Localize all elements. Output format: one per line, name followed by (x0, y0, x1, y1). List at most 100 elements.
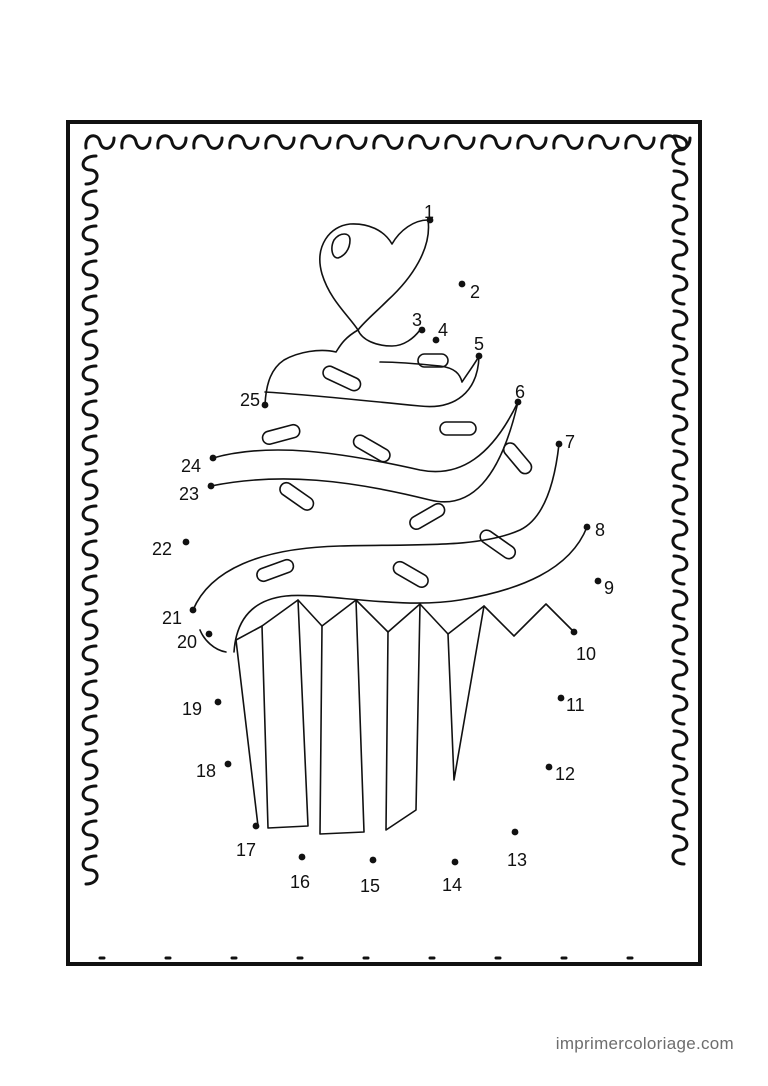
dot-number-1: 1 (424, 202, 434, 222)
swirl-ornament (671, 169, 689, 201)
frosting-wave-4 (192, 443, 560, 611)
dot-22 (182, 538, 190, 546)
heart-topper (319, 219, 430, 331)
page-frame (66, 120, 702, 966)
site-watermark: imprimercoloriage.com (555, 1034, 734, 1053)
dot-number-22: 22 (152, 539, 172, 559)
dot-number-4: 4 (438, 320, 448, 340)
swirl-ornament (300, 134, 332, 150)
dot-25 (261, 401, 269, 409)
cupcake-drawing (192, 219, 588, 835)
swirl-ornament (81, 749, 99, 781)
swirl-ornament (120, 134, 152, 150)
swirl-ornament (671, 799, 689, 831)
swirl-ornament (671, 344, 689, 376)
swirl-ornament (408, 134, 440, 150)
dot-20 (205, 630, 213, 638)
swirl-ornament (81, 469, 99, 501)
dot-number-11: 11 (566, 695, 585, 715)
dot-19 (214, 698, 222, 706)
swirl-ornament (228, 134, 260, 150)
dot-number-24: 24 (181, 456, 201, 476)
wrapper-pleat-2 (319, 599, 365, 835)
swirl-ornament (671, 729, 689, 761)
wrapper-pleat-1 (261, 599, 309, 829)
frosting-wave-2 (212, 401, 519, 473)
frosting-wave-5 (233, 526, 588, 653)
dot-23 (207, 482, 215, 490)
swirl-ornament (671, 274, 689, 306)
dot-10 (570, 628, 578, 636)
dot-number-5: 5 (474, 334, 484, 354)
dot-number-9: 9 (604, 578, 614, 598)
swirl-ornament (516, 134, 548, 150)
sprinkles (256, 353, 533, 588)
dot-number-8: 8 (595, 520, 605, 540)
dot-7 (555, 440, 563, 448)
dot-number-3: 3 (412, 310, 422, 330)
dot-12 (545, 763, 553, 771)
dot-1 (426, 216, 434, 224)
swirl-ornament (81, 504, 99, 536)
swirl-ornament (81, 154, 99, 186)
swirl-ornament (81, 399, 99, 431)
swirl-ornament (588, 134, 620, 150)
dot-number-20: 20 (177, 632, 197, 652)
dot-number-10: 10 (576, 644, 596, 664)
dot-number-6: 6 (515, 382, 525, 402)
swirl-ornament (81, 784, 99, 816)
dot-6 (514, 398, 522, 406)
heart-stem (357, 329, 421, 347)
dot-14 (451, 858, 459, 866)
dot-17 (252, 822, 260, 830)
swirl-ornament (444, 134, 476, 150)
swirl-ornament (671, 624, 689, 656)
dot-number-12: 12 (555, 764, 575, 784)
swirl-ornament (671, 589, 689, 621)
swirl-ornament (671, 379, 689, 411)
heart-highlight (331, 233, 351, 259)
dot-number-7: 7 (565, 432, 575, 452)
swirl-ornament (671, 449, 689, 481)
swirl-ornament (480, 134, 512, 150)
dot-number-23: 23 (179, 484, 199, 504)
swirl-ornament (81, 294, 99, 326)
wrapper-pleat-3 (385, 603, 421, 831)
swirl-ornament (81, 854, 99, 886)
swirl-ornament (671, 694, 689, 726)
dot-3 (418, 326, 426, 334)
dot-13 (511, 828, 519, 836)
swirl-ornament (81, 714, 99, 746)
swirl-ornament (81, 644, 99, 676)
frosting-top-right (379, 355, 480, 383)
dot-16 (298, 853, 306, 861)
swirl-ornament (81, 539, 99, 571)
dot-24 (209, 454, 217, 462)
swirl-ornament (671, 239, 689, 271)
swirl-ornament (192, 134, 224, 150)
swirl-ornament (81, 189, 99, 221)
dot-number-17: 17 (236, 840, 256, 860)
swirl-ornament (264, 134, 296, 150)
swirl-ornament (671, 134, 689, 166)
swirl-ornament (81, 574, 99, 606)
dot-4 (432, 336, 440, 344)
dot-number-18: 18 (196, 761, 216, 781)
swirl-ornament (81, 434, 99, 466)
dot-11 (557, 694, 565, 702)
dot-number-19: 19 (182, 699, 202, 719)
swirl-ornament (671, 204, 689, 236)
dot-number-21: 21 (162, 608, 182, 628)
dot-5 (475, 352, 483, 360)
swirl-border (81, 134, 692, 960)
frosting-wave-3 (210, 401, 519, 503)
swirl-ornament (671, 834, 689, 866)
swirl-ornament (671, 309, 689, 341)
frosting-wave-1 (264, 355, 480, 408)
frosting-lower-edge (199, 629, 227, 653)
swirl-ornament (84, 134, 116, 150)
dot-18 (224, 760, 232, 768)
wrapper-side (235, 639, 259, 827)
